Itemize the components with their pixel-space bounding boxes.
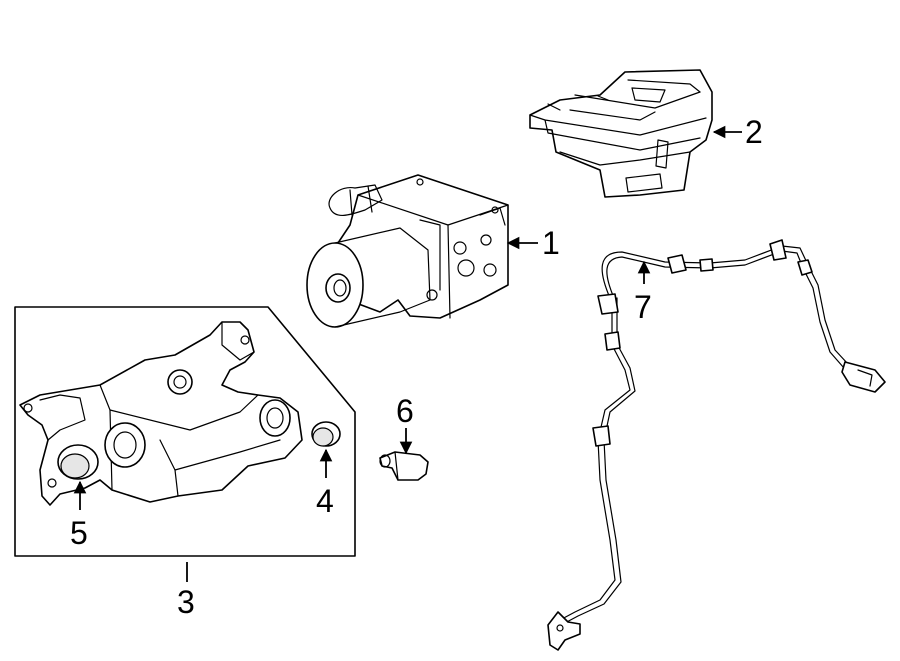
callout-label-2: 2 xyxy=(745,114,763,150)
bushing-part-4 xyxy=(311,421,341,447)
callout-label-5: 5 xyxy=(70,515,88,551)
callout-label-1: 1 xyxy=(542,225,560,261)
callout-label-6: 6 xyxy=(396,393,414,429)
control-module-part-2 xyxy=(529,69,713,198)
callout-label-7: 7 xyxy=(634,289,652,325)
callout-6: 6 xyxy=(396,393,414,455)
callout-7: 7 xyxy=(634,260,652,325)
callout-label-3: 3 xyxy=(177,584,195,620)
sensor-harness-part-7 xyxy=(547,239,886,651)
bushing-part-5 xyxy=(57,444,99,480)
callout-1: 1 xyxy=(506,225,560,261)
abs-pump-part-1 xyxy=(306,174,509,328)
callout-5: 5 xyxy=(70,480,88,551)
callout-2: 2 xyxy=(712,114,763,150)
callout-label-4: 4 xyxy=(316,483,334,519)
callout-3: 3 xyxy=(177,562,195,620)
callout-4: 4 xyxy=(316,448,334,519)
pin-part-6 xyxy=(379,451,429,481)
